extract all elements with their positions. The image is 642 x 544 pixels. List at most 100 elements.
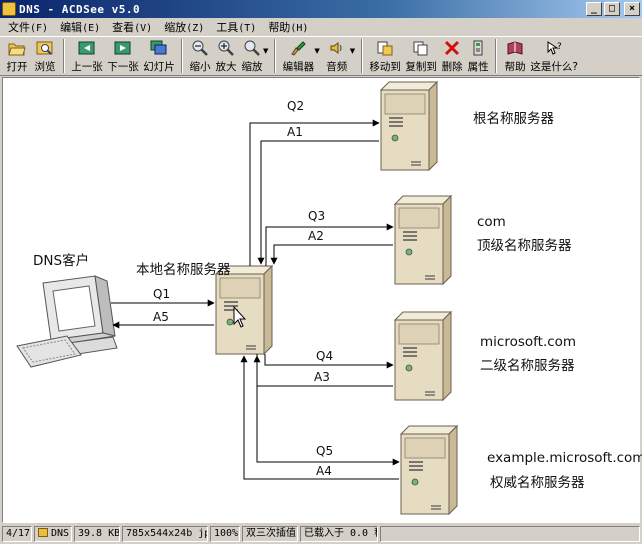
client-computer (16, 275, 118, 368)
arrow-a2 (270, 244, 393, 265)
editor-brush-icon (289, 39, 307, 57)
browse-button[interactable]: 浏览 (31, 37, 59, 75)
whats-this-button[interactable]: ? 这是什么? (529, 37, 579, 75)
status-empty-pane (380, 526, 640, 542)
arrow-q4 (264, 354, 394, 369)
menu-tools[interactable]: 工具(T) (216, 21, 257, 34)
tld-server-label: 顶级名称服务器 (477, 238, 572, 254)
local-server-label: 本地名称服务器 (136, 262, 231, 278)
zoom-button[interactable]: 缩放 (239, 37, 265, 75)
window-title: DNS - ACDSee v5.0 (19, 2, 141, 16)
slideshow-icon (150, 39, 168, 57)
arrow-q2 (249, 119, 380, 266)
image-file-icon (38, 528, 48, 537)
tld-name: com (477, 214, 506, 230)
toolbar-separator (181, 39, 183, 73)
a1-label: A1 (287, 125, 303, 139)
slideshow-button[interactable]: 幻灯片 (141, 37, 177, 75)
magnifier-plus-icon (217, 39, 235, 57)
dns-diagram (16, 81, 458, 515)
delete-button[interactable]: 删除 (439, 37, 465, 75)
client-label: DNS客户 (33, 253, 90, 269)
toolbar: 打开 浏览 上一张 下一张 幻灯片 缩小 放大 缩放 ▼ 编辑器 ▼ 音频 ▼ (0, 36, 642, 76)
menu-edit[interactable]: 编辑(E) (60, 21, 101, 34)
status-dimensions: 785x544x24b jpeg (122, 526, 208, 542)
audio-dropdown-arrow-icon[interactable]: ▼ (349, 47, 356, 55)
a5-label: A5 (153, 310, 169, 324)
help-button[interactable]: 帮助 (501, 37, 529, 75)
q5-label: Q5 (316, 444, 334, 458)
arrow-right-icon (114, 39, 132, 57)
folder-open-icon (8, 39, 26, 57)
local-server (215, 265, 273, 355)
maximize-button[interactable]: □ (604, 2, 620, 16)
audio-button[interactable]: 音频 (322, 37, 352, 75)
toolbar-separator (274, 39, 277, 73)
menu-bar: 文件(F) 编辑(E) 查看(V) 缩放(Z) 工具(T) 帮助(H) (0, 18, 642, 36)
status-loadtime: 已载入于 0.0 秒 (300, 526, 378, 542)
arrow-q5 (256, 354, 400, 466)
zoom-out-button[interactable]: 缩小 (187, 37, 213, 75)
q3-label: Q3 (308, 209, 326, 223)
menu-file[interactable]: 文件(F) (8, 21, 49, 34)
close-button[interactable]: × (624, 2, 640, 16)
magnifier-icon (243, 39, 261, 57)
browse-icon (36, 39, 54, 57)
editor-button[interactable]: 编辑器 (280, 37, 316, 75)
arrow-a4 (240, 355, 399, 480)
status-bar: 4/17 DNS 39.8 KB 785x544x24b jpeg 100% 双… (0, 524, 642, 544)
status-index: 4/17 (2, 526, 32, 542)
arrow-q3 (265, 223, 394, 266)
move-to-button[interactable]: 移动到 (367, 37, 403, 75)
window-controls: _ □ × (586, 2, 640, 16)
q2-label: Q2 (287, 99, 305, 113)
arrow-left-icon (78, 39, 96, 57)
arrow-a1 (257, 140, 379, 265)
open-button[interactable]: 打开 (3, 37, 31, 75)
authoritative-server-label: 权威名称服务器 (490, 475, 585, 491)
magnifier-minus-icon (191, 39, 209, 57)
toolbar-separator (495, 39, 498, 73)
second-level-server-label: 二级名称服务器 (480, 358, 575, 374)
speaker-icon (328, 39, 346, 57)
toolbar-separator (361, 39, 364, 73)
menu-view[interactable]: 查看(V) (112, 21, 153, 34)
toolbar-separator (63, 39, 65, 73)
mouse-cursor-icon (233, 305, 247, 328)
status-zoom: 100% (210, 526, 240, 542)
second-level-name: microsoft.com (480, 334, 577, 350)
app-icon[interactable] (2, 2, 16, 16)
minimize-button[interactable]: _ (586, 2, 602, 16)
zoom-dropdown-arrow-icon[interactable]: ▼ (263, 47, 269, 55)
status-interpolation: 双三次插值 (242, 526, 298, 542)
authoritative-server (400, 425, 458, 515)
second-level-server (394, 311, 452, 401)
help-book-icon (506, 39, 524, 57)
a4-label: A4 (316, 464, 332, 478)
properties-button[interactable]: 属性 (465, 37, 491, 75)
editor-dropdown-arrow-icon[interactable]: ▼ (314, 47, 320, 55)
tld-server (394, 195, 452, 285)
copy-to-button[interactable]: 复制到 (403, 37, 439, 75)
root-server-label: 根名称服务器 (473, 111, 554, 127)
q1-label: Q1 (153, 287, 171, 301)
copy-to-icon (412, 39, 430, 57)
move-to-icon (376, 39, 394, 57)
status-filesize: 39.8 KB (74, 526, 120, 542)
menu-help[interactable]: 帮助(H) (268, 21, 309, 34)
q4-label: Q4 (316, 349, 334, 363)
authoritative-name: example.microsoft.com (487, 450, 642, 466)
a2-label: A2 (308, 229, 324, 243)
a3-label: A3 (314, 370, 330, 384)
root-server (380, 81, 438, 171)
image-viewer-canvas[interactable]: DNS客户 本地名称服务器 根名称服务器 com 顶级名称服务器 microso… (2, 77, 642, 523)
title-bar: DNS - ACDSee v5.0 _ □ × (0, 0, 642, 18)
delete-x-icon (443, 39, 461, 57)
svg-text:?: ? (557, 42, 562, 52)
zoom-in-button[interactable]: 放大 (213, 37, 239, 75)
menu-zoom[interactable]: 缩放(Z) (164, 21, 205, 34)
next-button[interactable]: 下一张 (105, 37, 141, 75)
whats-this-icon: ? (545, 39, 563, 57)
properties-icon (469, 39, 487, 57)
prev-button[interactable]: 上一张 (69, 37, 105, 75)
